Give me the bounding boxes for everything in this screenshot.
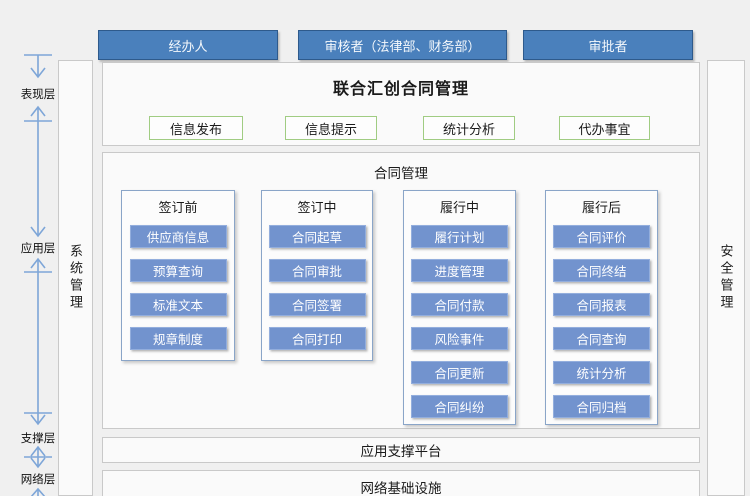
module-button: 合同评价 [553, 225, 650, 248]
column-post-performing: 履行后 合同评价 合同终结 合同报表 合同查询 统计分析 合同归档 [545, 190, 658, 425]
layer-label-network: 网络层 [20, 474, 56, 486]
layer-connector-arrows [24, 54, 52, 496]
layer-label-presentation: 表现层 [20, 89, 56, 101]
module-button: 履行计划 [411, 225, 508, 248]
module-button: 标准文本 [129, 293, 227, 316]
module-button: 合同审批 [268, 259, 366, 282]
function-box-info-publish: 信息发布 [149, 116, 243, 140]
actor-box-handler: 经办人 [98, 30, 278, 60]
module-button: 合同更新 [411, 361, 508, 384]
actor-box-reviewer: 审核者（法律部、财务部） [298, 30, 507, 60]
security-management-label: 安全管理 [718, 244, 734, 312]
security-management-sidebar: 安全管理 [707, 60, 745, 496]
layer-label-support: 支撑层 [20, 433, 56, 445]
module-button: 合同签署 [268, 293, 366, 316]
system-management-label: 系统管理 [68, 244, 83, 312]
module-button: 合同归档 [553, 395, 650, 418]
module-button: 规章制度 [129, 327, 227, 350]
module-button: 合同付款 [411, 293, 508, 316]
actor-box-approver: 审批者 [523, 30, 693, 60]
layer-label-application: 应用层 [20, 243, 56, 255]
module-button: 合同终结 [553, 259, 650, 282]
column-header: 签订中 [297, 200, 337, 215]
column-header: 履行中 [439, 200, 479, 215]
application-layer-panel: 合同管理 签订前 供应商信息 预算查询 标准文本 规章制度 签订中 合同起草 合… [102, 152, 700, 429]
presentation-layer-panel: 联合汇创合同管理 信息发布 信息提示 统计分析 代办事宜 [102, 62, 700, 146]
module-button: 风险事件 [411, 327, 508, 350]
column-header: 签订前 [158, 200, 198, 215]
column-items: 合同起草 合同审批 合同签署 合同打印 [262, 225, 372, 350]
module-button: 合同起草 [268, 225, 366, 248]
function-box-info-notice: 信息提示 [285, 116, 377, 140]
diagram-title: 联合汇创合同管理 [332, 81, 469, 98]
column-pre-signing: 签订前 供应商信息 预算查询 标准文本 规章制度 [121, 190, 235, 361]
module-button: 合同查询 [553, 327, 650, 350]
module-button: 统计分析 [553, 361, 650, 384]
column-items: 履行计划 进度管理 合同付款 风险事件 合同更新 合同纠纷 [404, 225, 515, 418]
function-box-todo: 代办事宜 [559, 116, 650, 140]
column-signing: 签订中 合同起草 合同审批 合同签署 合同打印 [261, 190, 373, 361]
column-items: 合同评价 合同终结 合同报表 合同查询 统计分析 合同归档 [546, 225, 657, 418]
column-header: 履行后 [581, 200, 621, 215]
module-button: 合同报表 [553, 293, 650, 316]
contract-management-title: 合同管理 [374, 166, 428, 181]
module-button: 合同纠纷 [411, 395, 508, 418]
function-box-statistics: 统计分析 [423, 116, 515, 140]
support-platform-bar: 应用支撑平台 [102, 437, 700, 463]
module-button: 合同打印 [268, 327, 366, 350]
module-button: 供应商信息 [129, 225, 227, 248]
network-infrastructure-bar: 网络基础设施 [102, 470, 700, 496]
system-management-sidebar: 系统管理 [58, 60, 93, 496]
column-items: 供应商信息 预算查询 标准文本 规章制度 [122, 225, 234, 350]
module-button: 进度管理 [411, 259, 508, 282]
column-performing: 履行中 履行计划 进度管理 合同付款 风险事件 合同更新 合同纠纷 [403, 190, 516, 425]
module-button: 预算查询 [129, 259, 227, 282]
